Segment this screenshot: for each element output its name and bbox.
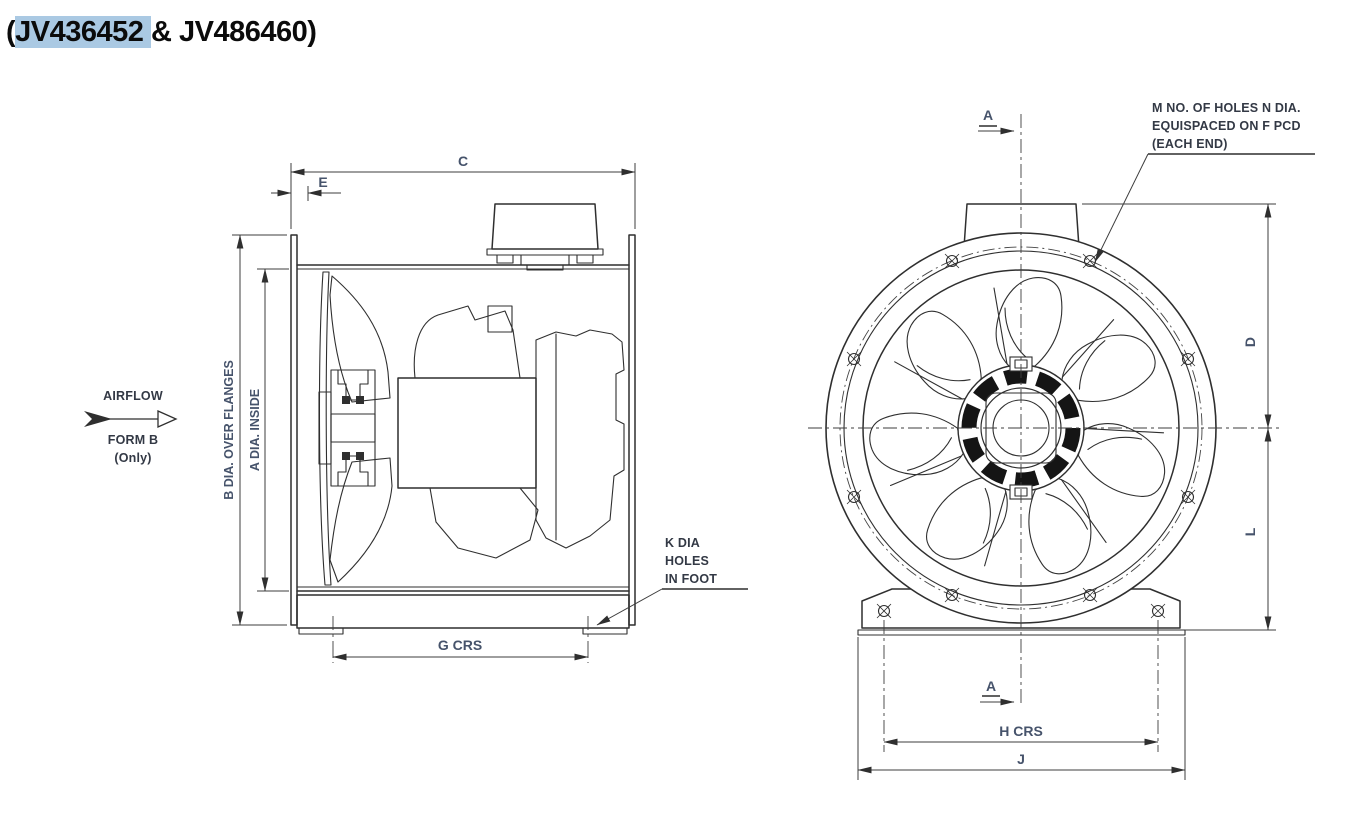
dim-c-label: C [458,153,468,169]
form-b-label: FORM B [108,433,159,447]
fan-casing-section [290,234,636,626]
foot-hole-left [876,603,892,619]
dimension-l: L [1185,427,1276,631]
front-view: M NO. OF HOLES N DIA. EQUISPACED ON F PC… [808,101,1315,780]
dimension-g: G CRS [332,637,589,663]
dim-j-label: J [1017,751,1025,767]
airflow-label: AIRFLOW [103,389,163,403]
k-note-line2: HOLES [665,554,709,568]
holes-note-line3: (EACH END) [1152,137,1228,151]
terminal-box-side [486,203,604,271]
impeller-blade-upper [329,275,391,403]
dimension-c: C [290,153,636,229]
k-note-line3: IN FOOT [665,572,717,586]
title-rest: & JV486460) [150,16,317,48]
holes-note: M NO. OF HOLES N DIA. EQUISPACED ON F PC… [1094,101,1315,263]
holes-note-line2: EQUISPACED ON F PCD [1152,119,1301,133]
dimension-a: A DIA. INSIDE [248,268,289,592]
impeller-section [318,271,393,586]
dimension-e: E [271,174,341,201]
airflow-annotation: AIRFLOW FORM B (Only) [84,389,178,465]
section-marker-bottom: A [980,678,1015,706]
side-section-view: C E B DIA. OVER FLANGES A DIA [84,153,748,663]
foot-hole-right [1150,603,1166,619]
form-b-only-label: (Only) [114,451,151,465]
holes-note-line1: M NO. OF HOLES N DIA. [1152,101,1301,115]
page-title: (JV436452 & JV486460) [6,16,317,49]
section-a-top-label: A [983,107,993,123]
dimension-j: J [857,637,1186,780]
section-a-bottom-label: A [986,678,996,694]
title-prefix: ( [6,16,16,48]
dim-b-label: B DIA. OVER FLANGES [222,360,236,500]
dimension-b: B DIA. OVER FLANGES [222,234,287,626]
dimension-h: H CRS [883,620,1159,752]
airflow-arrow-icon [84,409,178,429]
dim-d-label: D [1242,337,1258,347]
dim-h-label: H CRS [999,723,1043,739]
section-marker-top: A [978,107,1015,135]
mounting-foot-side [296,594,630,644]
outlet-flange [628,234,636,626]
k-note-line1: K DIA [665,536,700,550]
dimension-d: D [1082,203,1276,429]
k-note-leader [596,588,663,626]
mounting-foot-front [857,588,1186,636]
dim-l-label: L [1242,527,1258,536]
motor-section [397,305,625,559]
k-dia-note: K DIA HOLES IN FOOT [596,536,748,626]
dim-a-label: A DIA. INSIDE [248,389,262,471]
impeller-hub [318,369,376,487]
impeller-blade-lower [329,457,393,583]
dim-g-label: G CRS [438,637,482,653]
inlet-flange [290,234,298,626]
dim-e-label: E [318,174,327,190]
title-highlighted-text: JV436452 [15,16,151,48]
holes-note-leader [1094,153,1149,263]
